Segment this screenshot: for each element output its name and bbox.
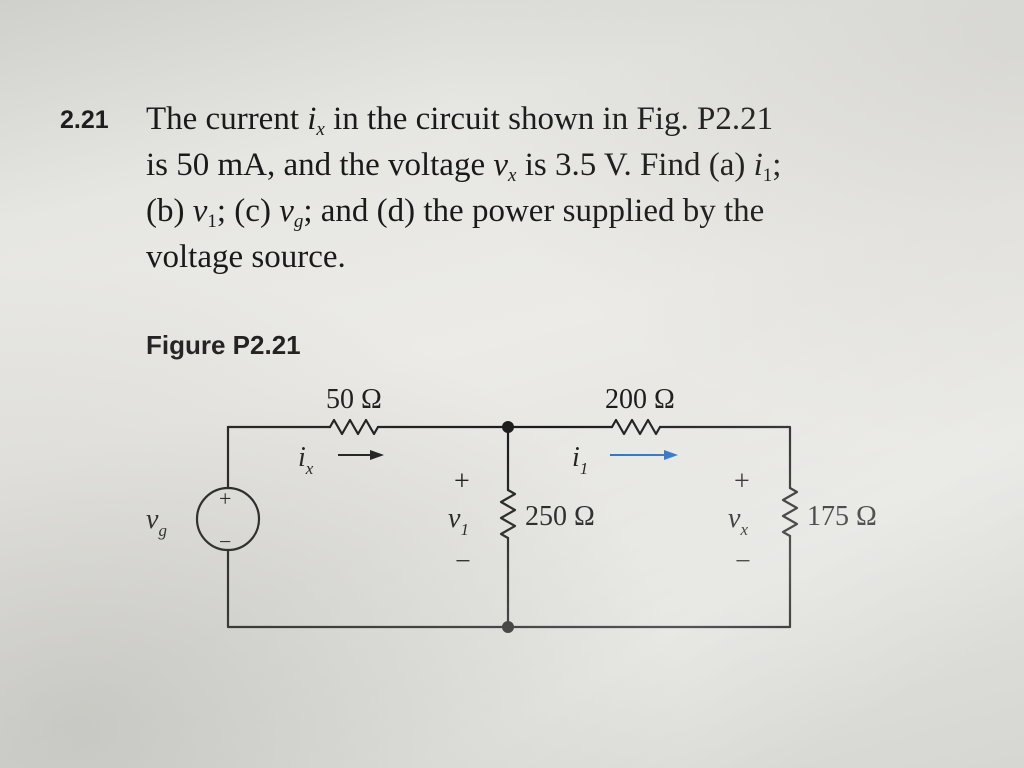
label-250-ohm: 250 Ω (525, 501, 595, 532)
label-v1: v1 (448, 503, 469, 539)
problem-number: 2.21 (60, 106, 109, 134)
resistor-175-ohm (781, 486, 799, 538)
v1-minus-sign: − (455, 546, 471, 577)
resistor-50-ohm (328, 418, 380, 436)
problem-line-1: The current ix in the circuit shown in F… (146, 101, 774, 140)
label-ix: ix (298, 442, 314, 478)
label-vg: vg (146, 504, 167, 540)
resistor-200-ohm (610, 418, 662, 436)
label-175-ohm: 175 Ω (807, 501, 877, 532)
vx-minus-sign: − (735, 546, 751, 577)
problem-line-2: is 50 mA, and the voltage vx is 3.5 V. F… (146, 147, 782, 186)
problem-statement: The current ix in the circuit shown in F… (146, 96, 966, 280)
arrow-i1 (610, 450, 678, 460)
label-i1: i1 (572, 442, 588, 478)
label-50-ohm: 50 Ω (326, 384, 382, 415)
figure-title: Figure P2.21 (146, 330, 301, 360)
v1-plus-sign: + (454, 466, 470, 497)
voltage-source-circle (195, 486, 261, 552)
label-200-ohm: 200 Ω (605, 384, 675, 415)
resistor-250-ohm (499, 488, 517, 540)
junction-dot-bottom (502, 621, 514, 633)
source-plus-sign: + (219, 486, 231, 511)
label-vx: vx (728, 503, 748, 539)
problem-line-3: (b) v1; (c) vg; and (d) the power suppli… (146, 193, 765, 232)
arrow-ix (338, 450, 384, 460)
wire-top-right (658, 425, 792, 490)
problem-line-4: voltage source. (146, 239, 346, 275)
junction-dot-top (502, 421, 514, 433)
circuit-wires (195, 418, 799, 629)
source-minus-sign: − (219, 529, 231, 554)
vx-plus-sign: + (734, 466, 750, 497)
